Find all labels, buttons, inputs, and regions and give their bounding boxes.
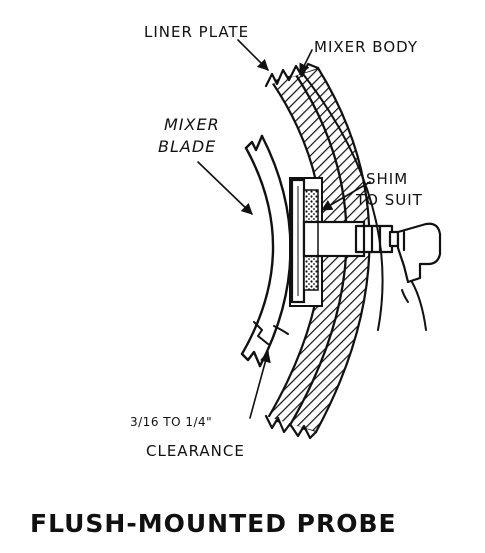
cable: [401, 281, 427, 331]
clearance-gap: [253, 321, 289, 345]
probe-connector: [354, 224, 400, 254]
liner-plate-leader: [237, 39, 269, 71]
clearance-leader: [249, 350, 271, 419]
label-liner-plate: LINER PLATE: [144, 23, 249, 41]
label-shim-line2: TO SUIT: [355, 191, 423, 209]
mixer-body-outer-curve: [299, 69, 384, 331]
shim-packing: [303, 189, 319, 291]
mixer-blade: [240, 134, 292, 368]
figure-caption: FLUSH-MOUNTED PROBE: [30, 509, 397, 538]
label-shim-line1: SHIM: [366, 170, 408, 188]
probe-face: [290, 178, 306, 304]
label-mixer-blade-line1: MIXER: [164, 115, 220, 134]
wall-break-bottom: [264, 414, 318, 440]
shim-leader: [321, 181, 371, 211]
label-clearance: CLEARANCE: [146, 442, 245, 460]
leader-lines: [197, 39, 371, 419]
mixer-blade-leader: [197, 161, 253, 215]
label-clearance-range: 3/16 TO 1/4": [130, 415, 212, 429]
mixer-body-leader: [299, 49, 313, 76]
right-angle-plug: [396, 222, 442, 284]
label-mixer-body: MIXER BODY: [314, 38, 418, 56]
label-mixer-blade-line2: BLADE: [158, 137, 216, 156]
